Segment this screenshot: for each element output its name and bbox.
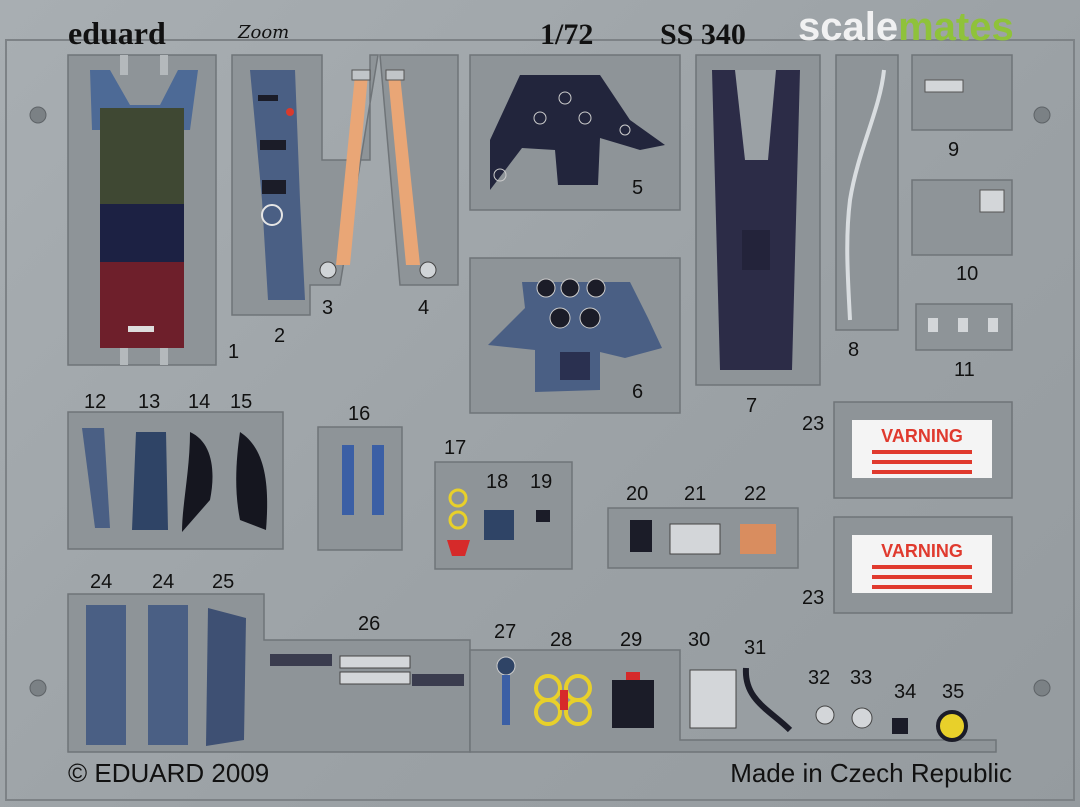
part-11-clips bbox=[915, 303, 1013, 351]
part-1-seat bbox=[67, 54, 217, 366]
mounting-hole bbox=[1033, 679, 1051, 697]
fret-border bbox=[5, 39, 1075, 801]
part-number: 1 bbox=[228, 341, 239, 363]
varning-label: VARNING bbox=[881, 541, 963, 561]
part-number: 18 bbox=[486, 471, 508, 493]
copyright-label: © EDUARD 2009 bbox=[68, 758, 269, 788]
part-number: 15 bbox=[230, 391, 252, 413]
part-number: 32 bbox=[808, 667, 830, 689]
parts-27-35-frame bbox=[469, 649, 997, 753]
part-number: 8 bbox=[848, 339, 859, 361]
part-number: 10 bbox=[956, 263, 978, 285]
brand-label: eduard bbox=[68, 15, 166, 51]
part-number: 14 bbox=[188, 391, 210, 413]
part-23-placard-bottom: VARNING bbox=[833, 516, 1013, 614]
part-number: 20 bbox=[626, 483, 648, 505]
part-7-floor bbox=[695, 54, 821, 386]
parts-12-15-frame bbox=[67, 411, 284, 550]
part-number: 33 bbox=[850, 667, 872, 689]
part-number: 23 bbox=[802, 587, 824, 609]
part-number: 35 bbox=[942, 681, 964, 703]
part-number: 7 bbox=[746, 395, 757, 417]
parts-20-22-frame bbox=[607, 507, 799, 569]
part-number: 23 bbox=[802, 413, 824, 435]
parts-17-19-frame bbox=[434, 461, 573, 570]
part-number: 5 bbox=[632, 177, 643, 199]
part-number: 24 bbox=[90, 571, 112, 593]
part-number: 19 bbox=[530, 471, 552, 493]
part-number: 17 bbox=[444, 437, 466, 459]
part-10-bracket bbox=[911, 179, 1013, 256]
scalemates-watermark: scalemates bbox=[798, 5, 1014, 49]
part-number: 3 bbox=[322, 297, 333, 319]
part-16-straps bbox=[317, 426, 403, 551]
part-number: 30 bbox=[688, 629, 710, 651]
mounting-hole bbox=[29, 679, 47, 697]
part-number: 12 bbox=[84, 391, 106, 413]
part-number: 16 bbox=[348, 403, 370, 425]
part-number: 6 bbox=[632, 381, 643, 403]
part-number: 28 bbox=[550, 629, 572, 651]
part-8-cable bbox=[835, 54, 899, 331]
part-number: 24 bbox=[152, 571, 174, 593]
part-4-belt bbox=[385, 69, 437, 279]
part-9-bracket bbox=[911, 54, 1013, 131]
part-number: 2 bbox=[274, 325, 285, 347]
part-number: 31 bbox=[744, 637, 766, 659]
part-number: 13 bbox=[138, 391, 160, 413]
part-5-instrument-panel bbox=[469, 54, 681, 211]
zoom-logo: Zoom bbox=[237, 22, 289, 43]
parts-24-26-frame bbox=[67, 593, 471, 753]
part-3-belt bbox=[319, 69, 371, 279]
mounting-hole bbox=[1033, 106, 1051, 124]
part-6-front-panel bbox=[469, 257, 681, 414]
part-23-placard-top: VARNING bbox=[833, 401, 1013, 499]
part-number: 34 bbox=[894, 681, 916, 703]
part-number-labels: 1 2 3 4 5 6 7 8 9 10 11 12 13 14 15 16 1… bbox=[84, 139, 978, 703]
set-code-label: SS 340 bbox=[660, 18, 746, 51]
mounting-hole bbox=[29, 106, 47, 124]
part-number: 4 bbox=[418, 297, 429, 319]
part-number: 11 bbox=[954, 359, 975, 381]
part-number: 9 bbox=[948, 139, 959, 161]
part-number: 25 bbox=[212, 571, 234, 593]
part-number: 26 bbox=[358, 613, 380, 635]
origin-label: Made in Czech Republic bbox=[730, 758, 1012, 788]
part-number: 22 bbox=[744, 483, 766, 505]
part-number: 21 bbox=[684, 483, 706, 505]
part-number: 27 bbox=[494, 621, 516, 643]
part-number: 29 bbox=[620, 629, 642, 651]
scale-label: 1/72 bbox=[540, 18, 593, 51]
varning-label: VARNING bbox=[881, 426, 963, 446]
